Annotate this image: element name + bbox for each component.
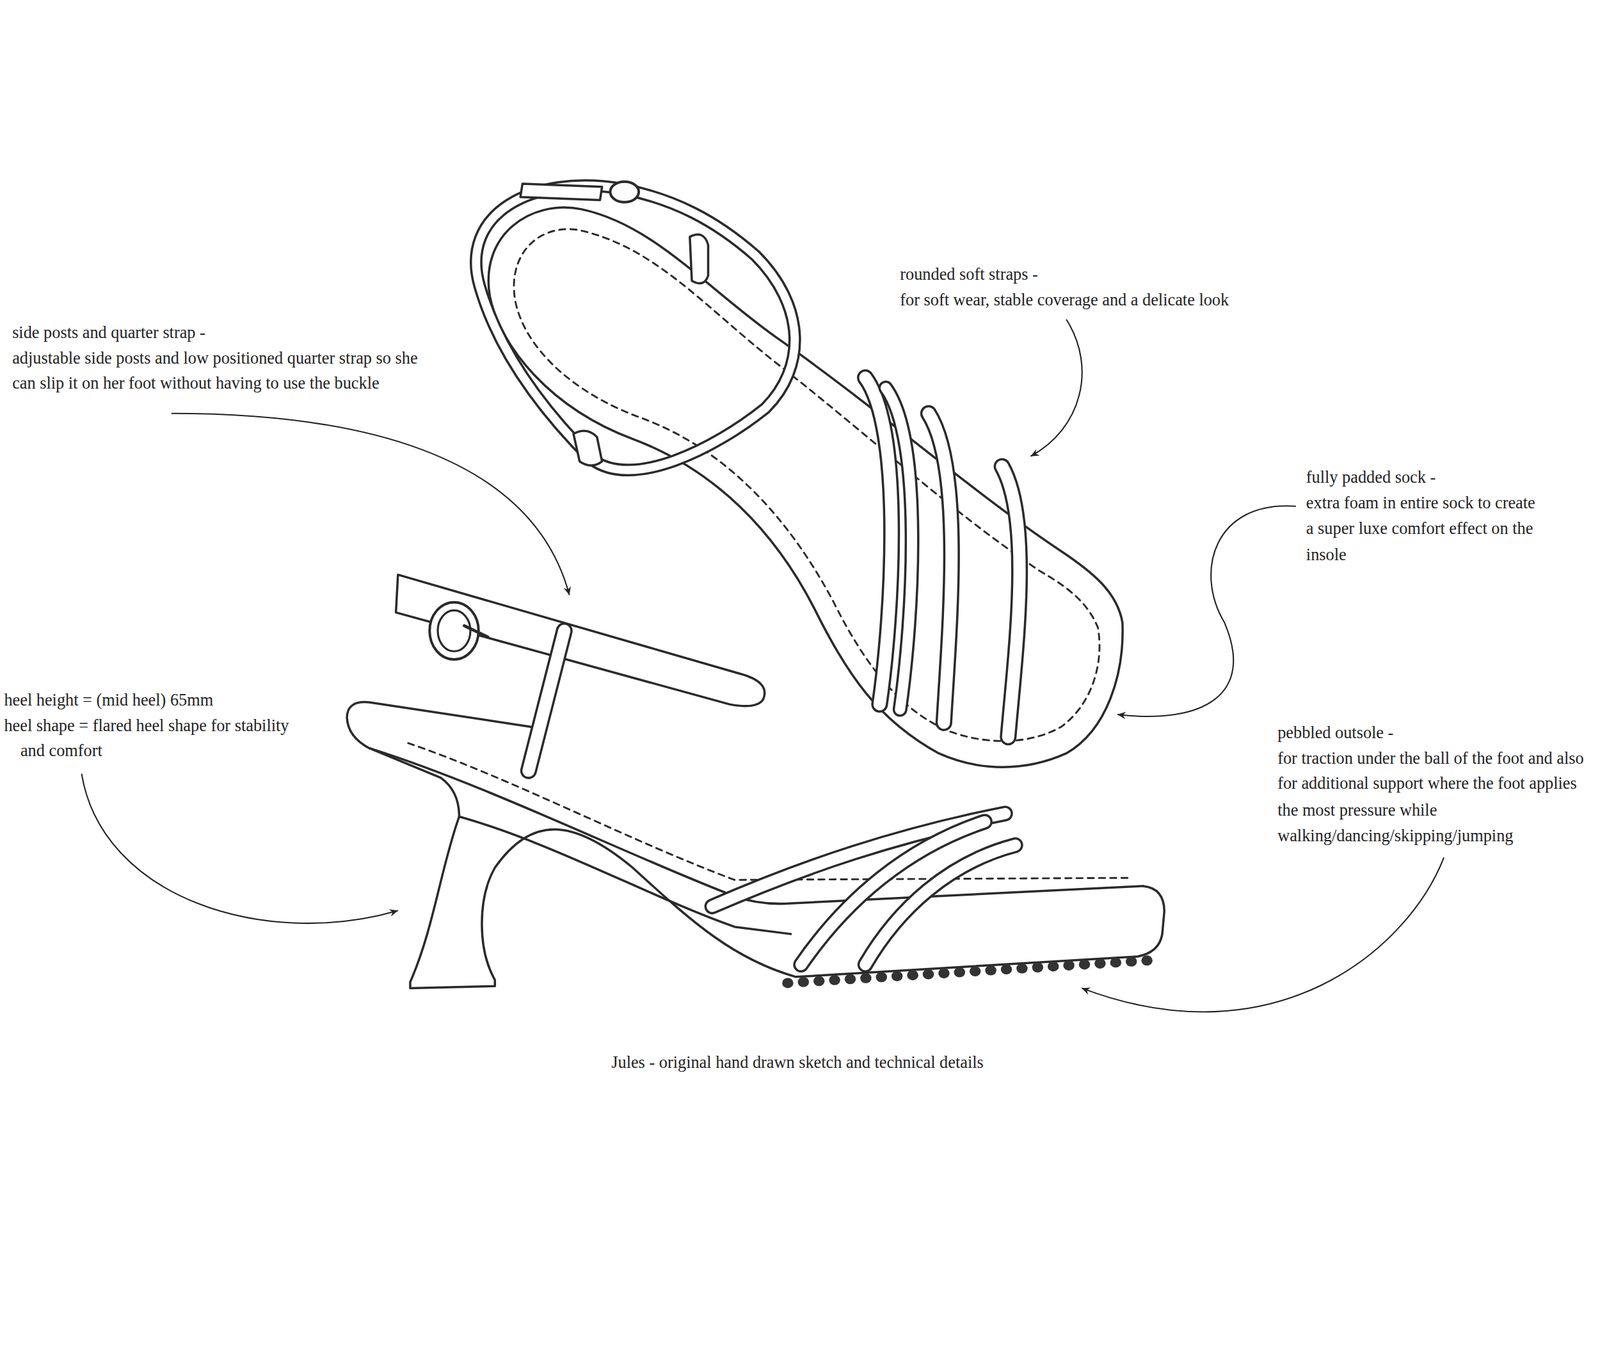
toe-strap — [928, 413, 952, 723]
ankle-strap — [476, 185, 795, 470]
buckle — [429, 602, 479, 660]
buckle — [437, 609, 471, 651]
leader-line — [1117, 505, 1296, 717]
strap-keeper — [573, 430, 603, 466]
outsole-pebble — [1094, 958, 1106, 969]
callout-heading: heel height = (mid heel) 65mm — [3, 686, 214, 713]
outsole-pebble — [922, 968, 935, 980]
outsole-pebble — [954, 967, 966, 978]
outsole-pebble — [984, 965, 997, 976]
outsole-pebble — [798, 976, 810, 987]
ankle-strap — [476, 185, 795, 470]
toe-strap — [865, 844, 1016, 965]
outsole-pebble — [938, 967, 950, 978]
buckle-prong — [464, 625, 488, 637]
leader-line — [1030, 319, 1082, 457]
callout-heading: for soft wear, stable coverage and a del… — [899, 286, 1229, 313]
quarter-strap — [396, 574, 765, 706]
outsole-pebble — [891, 970, 904, 982]
outsole-pebble — [1079, 958, 1091, 969]
side-post — [528, 630, 565, 770]
side-post — [528, 630, 565, 770]
callout-heading: pebbled outsole - — [1277, 719, 1394, 745]
outsole-pebble — [1047, 961, 1060, 972]
callout-heading: side posts and quarter strap - — [12, 319, 206, 345]
outsole-pebble — [828, 974, 841, 985]
toe-strap — [1002, 466, 1020, 738]
outsole-pebble — [1141, 954, 1153, 966]
callout-note: for traction under the ball of the foot … — [1277, 744, 1596, 848]
toe-strap — [928, 413, 952, 723]
leader-line — [81, 773, 399, 924]
toe-strap — [865, 844, 1016, 965]
outsole-pebble — [1063, 960, 1075, 971]
outsole-pebble — [782, 977, 794, 988]
toe-strap — [885, 387, 912, 710]
callout-note: heel shape = flared heel shape for stabi… — [3, 712, 298, 765]
strap-tail — [520, 183, 603, 201]
toe-strap — [801, 821, 985, 964]
outsole-pebble — [813, 975, 825, 986]
caption: Jules - original hand drawn sketch and t… — [0, 1048, 1598, 1075]
outsole-pebble — [1016, 963, 1028, 974]
strap-keeper — [689, 234, 709, 283]
outsole-pebble — [860, 972, 872, 984]
leader-line — [1081, 856, 1444, 1012]
toe-strap — [865, 377, 892, 704]
outsole-pebble — [1110, 956, 1122, 968]
heel-and-sole — [410, 816, 1165, 989]
outsole-pebble — [1032, 961, 1044, 973]
toe-strap — [1002, 466, 1020, 738]
stitch-line — [408, 743, 1131, 880]
callout-heading: fully padded sock - — [1306, 464, 1436, 490]
outsole-pebble — [906, 969, 919, 980]
buckle — [609, 181, 639, 203]
outsole-pebble — [1125, 956, 1138, 967]
outsole-pebble — [1000, 963, 1013, 975]
leader-line — [171, 413, 570, 596]
toe-strap — [885, 387, 912, 710]
heel-counter — [346, 702, 531, 817]
toe-strap — [865, 377, 892, 704]
toe-strap — [801, 821, 985, 964]
outsole-pebble — [969, 965, 982, 976]
outsole-pebble — [876, 971, 888, 982]
callout-note: extra foam in entire sock to create a su… — [1306, 489, 1536, 568]
callout-heading: rounded soft straps - — [899, 261, 1039, 287]
callout-note: adjustable side posts and low positioned… — [12, 344, 419, 397]
outsole-pebble — [844, 973, 857, 984]
